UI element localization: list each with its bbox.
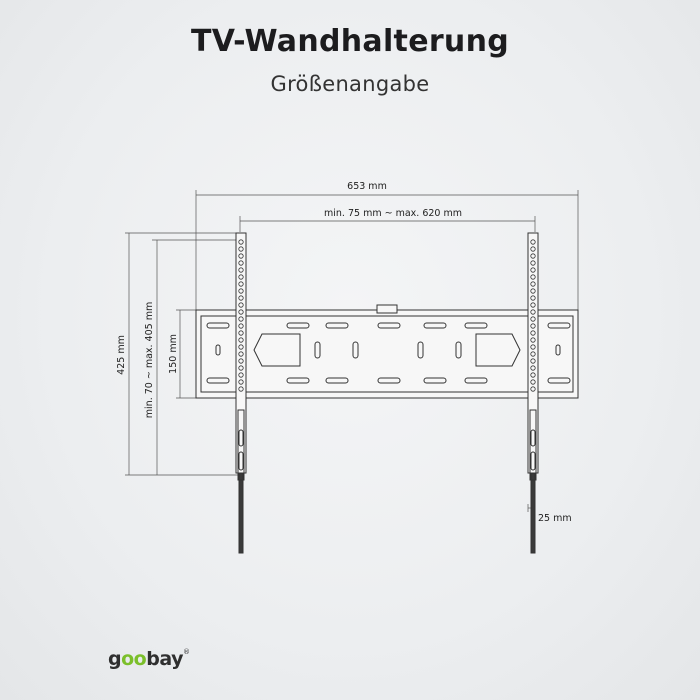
bracket-height-label: 150 mm xyxy=(168,334,179,374)
wall-plate xyxy=(195,304,579,399)
right-arm-holes xyxy=(530,239,536,392)
logo-letter-o2: o xyxy=(133,648,147,670)
vesa-width-label: min. 75 mm ~ max. 620 mm xyxy=(324,208,462,219)
page-title: TV-Wandhalterung xyxy=(190,24,510,59)
vesa-height-label: min. 70 ~ max. 405 mm xyxy=(144,302,155,418)
left-arm xyxy=(235,232,247,554)
right-arm xyxy=(527,232,539,554)
goobay-logo: goobay® xyxy=(108,648,190,670)
logo-letters-bay: bay xyxy=(146,648,183,670)
total-width-label: 653 mm xyxy=(347,181,387,192)
left-arm-holes xyxy=(238,239,244,392)
depth-label: 25 mm xyxy=(538,513,572,524)
logo-letter-o1: o xyxy=(121,648,134,670)
logo-letter-g: g xyxy=(108,648,122,670)
registered-mark: ® xyxy=(182,648,190,656)
page-subtitle: Größenangabe xyxy=(270,72,430,96)
total-height-label: 425 mm xyxy=(116,335,127,375)
